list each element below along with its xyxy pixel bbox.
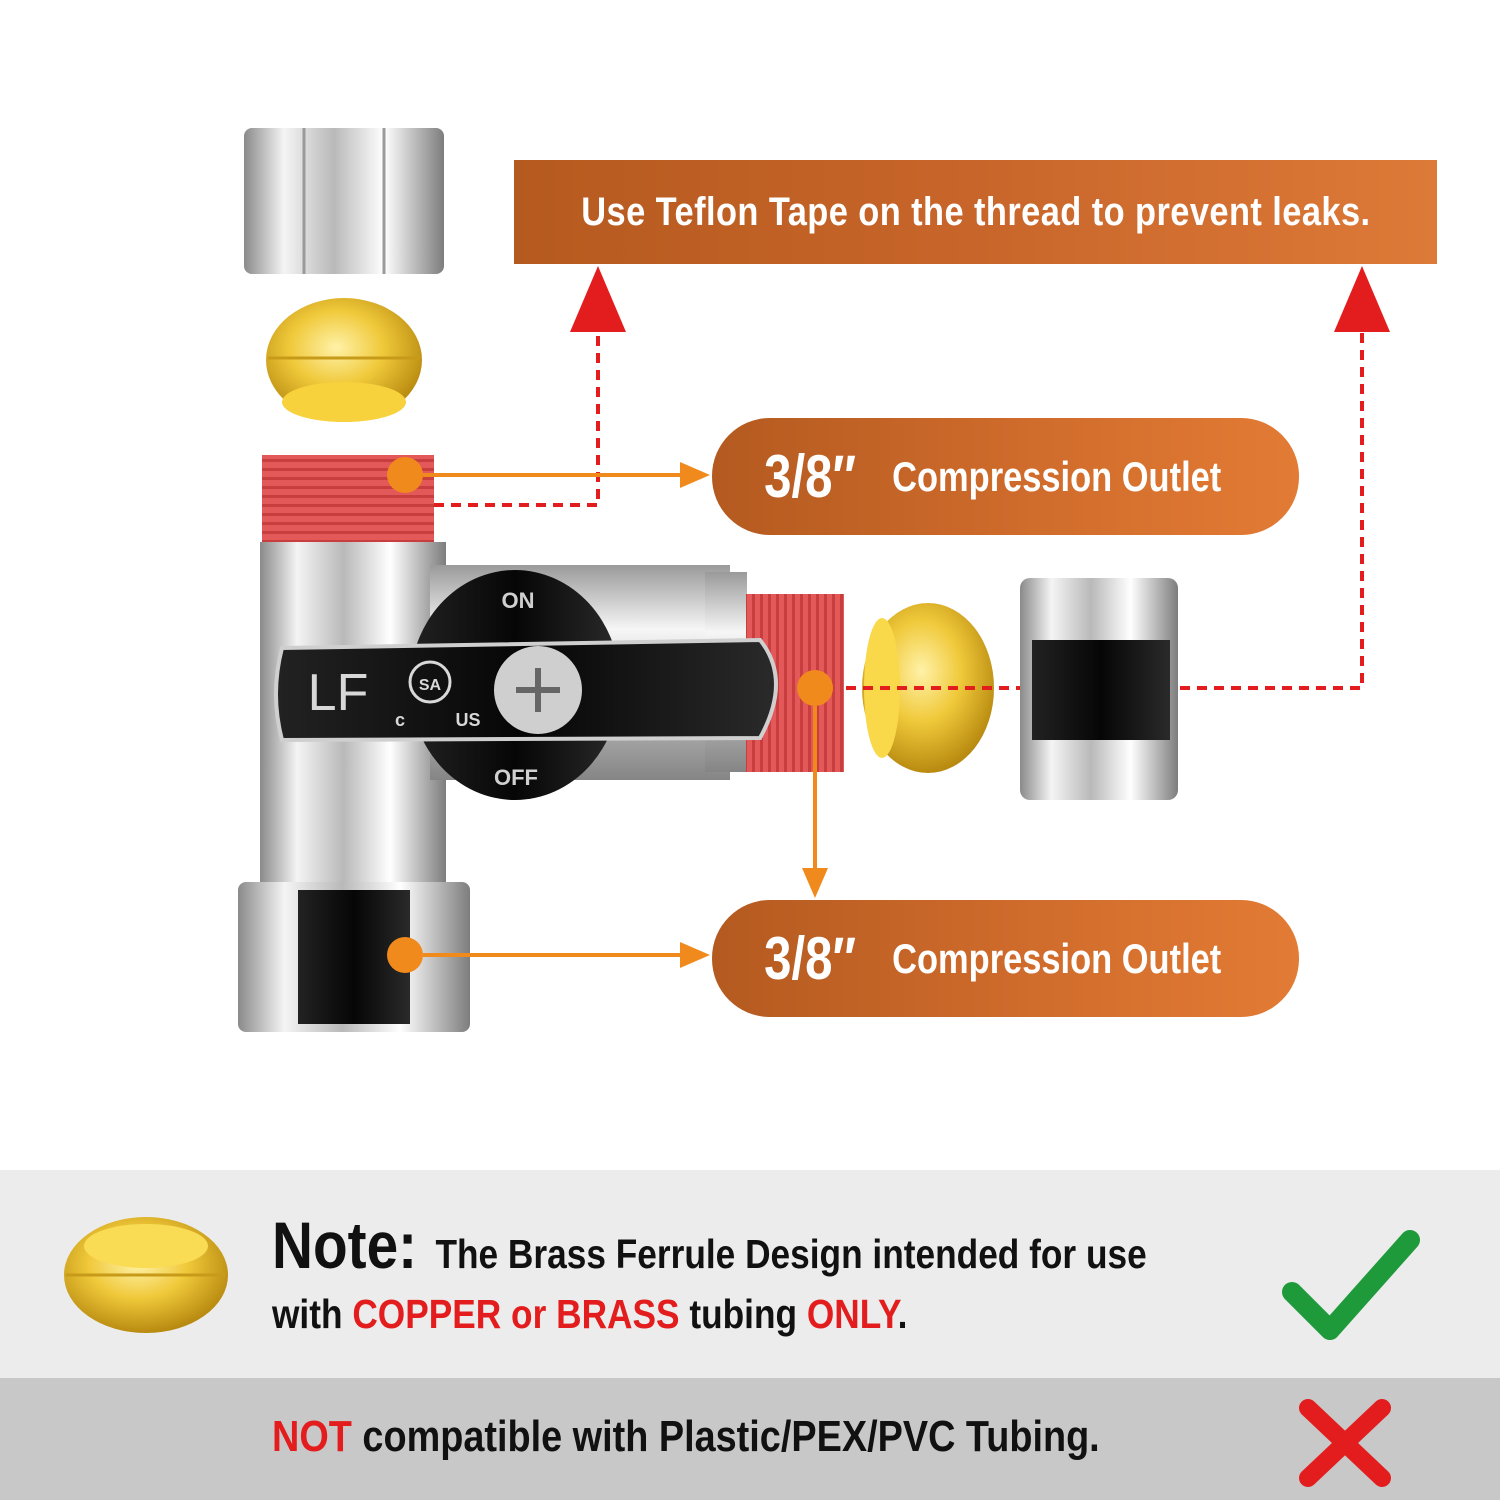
note-panel <box>0 1170 1500 1378</box>
note-tubing: tubing <box>689 1291 798 1337</box>
callout-arrow-top <box>387 457 710 493</box>
us-marking: US <box>455 710 480 730</box>
teflon-arrow-left <box>434 332 600 507</box>
callout-label: Compression Outlet <box>892 452 1222 500</box>
teflon-arrow-right <box>846 332 1364 690</box>
arrowhead-left <box>570 266 626 332</box>
note-line1: The Brass Ferrule Design intended for us… <box>435 1231 1147 1277</box>
top-brass-ferrule <box>266 298 422 422</box>
warning-rest: compatible with Plastic/PEX/PVC Tubing. <box>362 1412 1100 1461</box>
callout-size: 3/8″ <box>763 925 856 992</box>
lf-marking: LF <box>308 664 369 722</box>
callout-compression-outlet-top: 3/8″ Compression Outlet <box>712 418 1299 535</box>
note-brass: BRASS <box>556 1291 680 1337</box>
off-marking: OFF <box>494 765 538 790</box>
side-compression-nut <box>1020 578 1178 800</box>
csa-logo <box>408 660 452 704</box>
callout-arrow-side <box>797 670 833 898</box>
callout-arrow-bottom <box>387 937 710 973</box>
note-label: Note: <box>272 1208 418 1282</box>
top-compression-nut <box>244 128 444 274</box>
warning-panel <box>0 1378 1500 1500</box>
arrowhead-right <box>1334 266 1390 332</box>
note-with: with <box>272 1291 343 1337</box>
valve-knob <box>274 570 778 800</box>
note-period: . <box>897 1291 908 1337</box>
bottom-compression-nut <box>238 882 470 1032</box>
on-marking: ON <box>502 588 535 613</box>
warning-not: NOT <box>272 1412 352 1461</box>
note-or: or <box>511 1291 547 1337</box>
callout-label: Compression Outlet <box>892 934 1222 982</box>
note-copper: COPPER <box>352 1291 502 1337</box>
csa-marking: SA <box>419 677 442 694</box>
c-marking: c <box>395 710 405 730</box>
callout-size: 3/8″ <box>763 443 856 510</box>
banner-text: Use Teflon Tape on the thread to prevent… <box>580 189 1371 234</box>
note-text: Note: The Brass Ferrule Design intended … <box>272 1212 1149 1344</box>
note-only: ONLY <box>806 1291 898 1337</box>
teflon-tape-banner: Use Teflon Tape on the thread to prevent… <box>514 160 1437 264</box>
not-compatible-text: NOT compatible with Plastic/PEX/PVC Tubi… <box>272 1412 1100 1462</box>
callout-compression-outlet-bottom: 3/8″ Compression Outlet <box>712 900 1299 1017</box>
